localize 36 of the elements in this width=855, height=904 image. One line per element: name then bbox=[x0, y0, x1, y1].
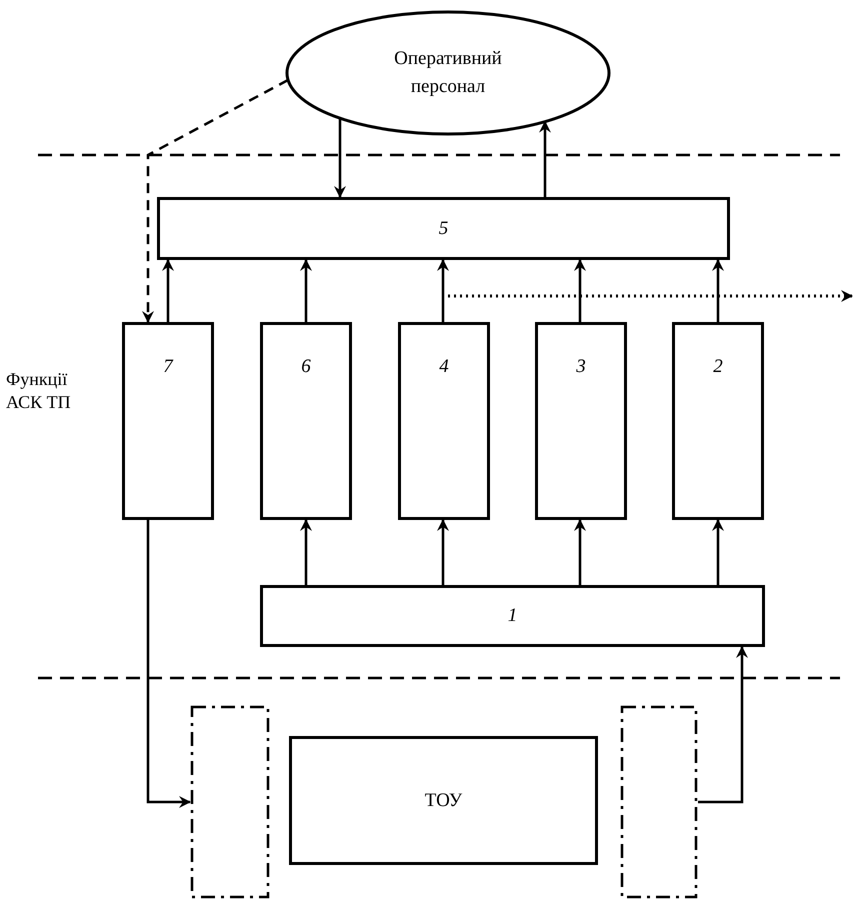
process-box bbox=[260, 322, 352, 520]
node-label: ТОУ bbox=[424, 788, 462, 813]
process-box bbox=[122, 322, 214, 520]
dash-dot-frame bbox=[190, 705, 270, 899]
arrow bbox=[300, 519, 312, 585]
node-label: Оперативний персонал bbox=[393, 47, 503, 99]
arrow bbox=[437, 259, 449, 322]
arrow bbox=[712, 259, 724, 322]
arrow bbox=[334, 118, 346, 198]
node-label: 3 bbox=[576, 355, 586, 379]
arrow bbox=[300, 259, 312, 322]
ellipse-node bbox=[285, 10, 611, 136]
process-box bbox=[535, 322, 627, 520]
arrow bbox=[146, 520, 191, 808]
function-label: Функції АСК ТП bbox=[6, 368, 72, 414]
process-box bbox=[289, 736, 598, 865]
arrow bbox=[712, 519, 724, 585]
node-label: 6 bbox=[301, 355, 311, 379]
arrow bbox=[574, 259, 586, 322]
node-label: 5 bbox=[438, 216, 448, 241]
node-label: 4 bbox=[439, 355, 449, 379]
arrow bbox=[574, 519, 586, 585]
node-label: 2 bbox=[713, 355, 723, 379]
arrow bbox=[162, 259, 174, 322]
process-box bbox=[260, 585, 765, 647]
process-box bbox=[672, 322, 764, 520]
dash-dot-frame bbox=[620, 705, 698, 899]
arrow bbox=[437, 519, 449, 585]
process-box bbox=[398, 322, 490, 520]
arrow bbox=[698, 646, 748, 804]
arrow bbox=[448, 290, 853, 302]
arrow bbox=[142, 78, 289, 323]
arrow bbox=[539, 120, 551, 197]
process-box bbox=[157, 197, 730, 260]
node-label: 1 bbox=[508, 604, 518, 628]
node-label: 7 bbox=[163, 355, 173, 379]
